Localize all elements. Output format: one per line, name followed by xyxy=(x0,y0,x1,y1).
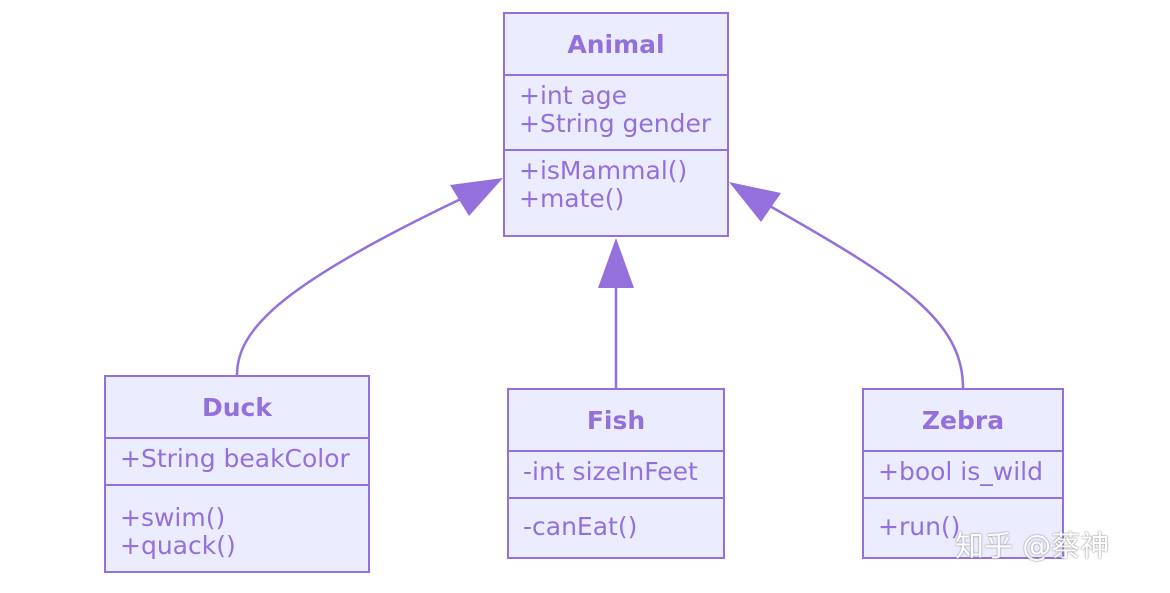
attribute: +String beakColor xyxy=(120,444,350,473)
attribute: +int age xyxy=(519,81,628,110)
method: +isMammal() xyxy=(519,156,688,185)
class-name: Animal xyxy=(505,14,727,76)
class-name: Fish xyxy=(509,390,723,452)
inheritance-arrowhead-zebra xyxy=(729,182,781,222)
attribute: +bool is_wild xyxy=(878,457,1043,486)
method: +mate() xyxy=(519,184,625,213)
methods-section: +swim() +quack() xyxy=(106,486,368,560)
attributes-section: +String beakColor xyxy=(106,439,368,486)
class-zebra[interactable]: Zebra +bool is_wild +run() xyxy=(862,388,1064,559)
attributes-section: +bool is_wild xyxy=(864,452,1062,499)
attributes-section: +int age +String gender xyxy=(505,76,727,151)
methods-section: -canEat() xyxy=(509,499,723,541)
methods-section: +run() xyxy=(864,499,1062,541)
attributes-section: -int sizeInFeet xyxy=(509,452,723,499)
method: +quack() xyxy=(120,531,236,560)
watermark-text: 知乎 @蔡神 xyxy=(955,529,1110,563)
method: +swim() xyxy=(120,503,226,532)
method: -canEat() xyxy=(523,512,638,541)
class-animal[interactable]: Animal +int age +String gender +isMammal… xyxy=(503,12,729,237)
attribute: -int sizeInFeet xyxy=(523,457,698,486)
inheritance-arrowhead-duck xyxy=(450,178,503,216)
edge-duck-animal xyxy=(235,195,466,376)
class-name: Duck xyxy=(106,377,368,439)
inheritance-arrowhead-fish xyxy=(598,238,634,288)
class-name: Zebra xyxy=(864,390,1062,452)
edge-zebra-animal xyxy=(767,203,965,389)
method: +run() xyxy=(878,512,961,541)
class-duck[interactable]: Duck +String beakColor +swim() +quack() xyxy=(104,375,370,573)
class-fish[interactable]: Fish -int sizeInFeet -canEat() xyxy=(507,388,725,559)
methods-section: +isMammal() +mate() xyxy=(505,151,727,213)
attribute: +String gender xyxy=(519,109,712,138)
